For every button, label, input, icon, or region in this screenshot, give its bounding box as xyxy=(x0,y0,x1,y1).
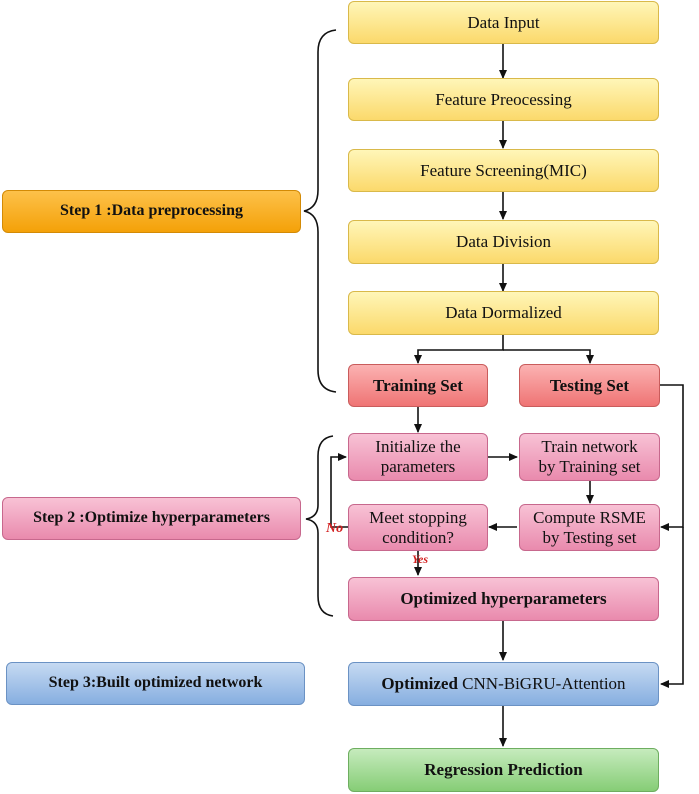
step1-label: Step 1 :Data preprocessing xyxy=(2,190,301,233)
node-train-network-line2: by Training set xyxy=(538,457,641,476)
step3-text: Step 3:Built optimized network xyxy=(48,674,263,692)
node-data-input: Data Input xyxy=(348,1,659,44)
brace-step2 xyxy=(305,435,334,617)
node-data-input-text: Data Input xyxy=(467,12,540,32)
node-initialize-line1: Initialize the xyxy=(375,437,461,457)
node-testing-set-text: Testing Set xyxy=(549,375,630,395)
node-data-normalized-text: Data Dormalized xyxy=(445,303,562,323)
node-optimized-network-rest: CNN-BiGRU-Attention xyxy=(462,674,626,694)
node-meet-stopping-line1: Meet stopping xyxy=(369,507,467,527)
node-initialize-line2: parameters xyxy=(380,457,456,476)
node-regression-prediction: Regression Prediction xyxy=(348,748,659,792)
node-compute-rsme: Compute RSME by Testing set xyxy=(519,504,660,551)
step3-label: Step 3:Built optimized network xyxy=(6,662,305,705)
arrow-testing-to-compute xyxy=(660,384,684,531)
edge-label-yes: Yes xyxy=(412,552,428,566)
node-meet-stopping-line2: condition? xyxy=(382,527,454,547)
step2-text: Step 2 :Optimize hyperparameters xyxy=(33,509,270,527)
arrow-normalized-split xyxy=(414,335,504,364)
node-feature-preprocessing: Feature Preocessing xyxy=(348,78,659,121)
step2-label: Step 2 :Optimize hyperparameters xyxy=(2,497,301,540)
node-training-set-text: Training Set xyxy=(373,375,463,395)
node-meet-stopping: Meet stopping condition? xyxy=(348,504,488,551)
node-regression-prediction-text: Regression Prediction xyxy=(424,760,583,780)
node-feature-screening: Feature Screening(MIC) xyxy=(348,149,659,192)
node-training-set: Training Set xyxy=(348,364,488,407)
brace-step1 xyxy=(303,29,337,393)
node-optimized-hyperparameters: Optimized hyperparameters xyxy=(348,577,659,621)
node-optimized-hyperparameters-text: Optimized hyperparameters xyxy=(400,589,607,609)
arrow-testing-to-network xyxy=(660,527,684,688)
node-feature-screening-text: Feature Screening(MIC) xyxy=(420,160,587,180)
node-optimized-network-text: Optimized CNN-BiGRU-Attention xyxy=(381,674,625,694)
node-compute-rsme-line2: by Testing set xyxy=(542,527,637,547)
node-data-division-text: Data Division xyxy=(456,232,551,252)
node-optimized-network: Optimized CNN-BiGRU-Attention xyxy=(348,662,659,706)
node-optimized-network-bold: Optimized xyxy=(381,674,458,694)
step1-text: Step 1 :Data preprocessing xyxy=(60,202,243,220)
arrow-no-loop xyxy=(330,453,348,528)
node-data-division: Data Division xyxy=(348,220,659,264)
node-train-network: Train network by Training set xyxy=(519,433,660,481)
node-data-normalized: Data Dormalized xyxy=(348,291,659,335)
node-feature-preprocessing-text: Feature Preocessing xyxy=(435,89,572,109)
arrow-normalized-to-testing xyxy=(503,349,594,364)
edge-label-no: No xyxy=(326,521,344,536)
node-initialize-parameters: Initialize the parameters xyxy=(348,433,488,481)
node-train-network-line1: Train network xyxy=(541,437,638,457)
node-compute-rsme-line1: Compute RSME xyxy=(533,507,646,527)
node-testing-set: Testing Set xyxy=(519,364,660,407)
